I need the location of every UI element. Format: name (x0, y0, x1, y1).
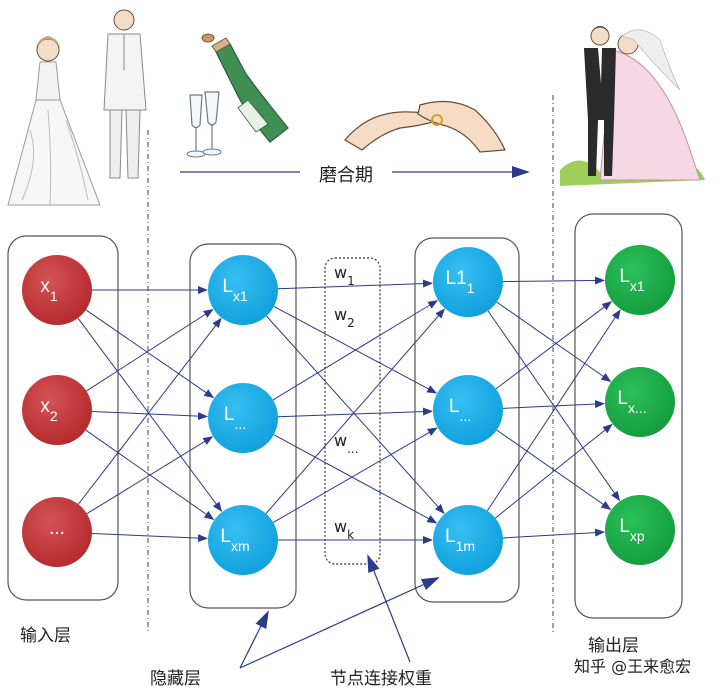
edge-hidden1-1-to-hidden2-3 (266, 315, 445, 514)
node-input-1: x1 (22, 255, 92, 325)
node-label: L... (224, 404, 246, 432)
edge-input-2-to-hidden1-2 (91, 411, 209, 421)
bride-illustration (7, 36, 101, 206)
edge-hidden2-2-to-output-1 (495, 301, 613, 390)
edge-input-3-to-hidden1-3 (91, 533, 209, 543)
edge-hidden2-3-to-output-2 (494, 423, 613, 519)
node-output-1: Lx1 (605, 245, 675, 315)
edge-hidden1-3-to-hidden2-1 (265, 308, 445, 514)
edge-hidden2-1-to-output-1 (502, 276, 606, 285)
input-layer-label: 输入层 (20, 626, 71, 646)
node-label: ... (49, 518, 65, 539)
node-label: L... (449, 396, 471, 424)
node-circle (433, 505, 503, 575)
node-circle (208, 383, 278, 453)
edge-hidden1-2-to-hidden2-1 (272, 300, 439, 401)
node-circle (605, 495, 675, 565)
node-circle (605, 367, 675, 437)
connection-edges (77, 276, 621, 544)
edge-input-2-to-hidden1-1 (86, 308, 214, 392)
node-label: Lxp (619, 516, 645, 544)
weight-label-1: w1 (334, 263, 355, 288)
hidden-annotation-arrow-2 (239, 577, 440, 669)
hidden-layer-label: 隐藏层 (150, 669, 201, 689)
output-layer-box (574, 213, 683, 619)
node-circle (433, 375, 503, 445)
hidden-layer-1-box (189, 243, 297, 609)
node-circle (22, 375, 92, 445)
node-hidden2-3: L1m (433, 505, 503, 575)
node-input-2: x2 (22, 375, 92, 445)
edge-hidden1-1-to-hidden2-1 (277, 279, 434, 290)
node-circle (433, 247, 503, 317)
node-label: Lx1 (619, 266, 645, 294)
edge-hidden1-3-to-hidden2-2 (273, 427, 438, 523)
edge-hidden2-2-to-output-3 (496, 429, 612, 510)
node-input-3: ... (22, 497, 92, 567)
hidden-layer-2-box (414, 237, 520, 603)
weight-label-4: wk (334, 517, 354, 542)
node-label: x2 (40, 396, 58, 424)
courtship-label: 磨合期 (319, 165, 373, 186)
weight-label-2: w2 (334, 305, 355, 330)
edge-hidden2-1-to-output-2 (496, 301, 612, 382)
watermark-label: 知乎 @王来愈宏 (574, 657, 691, 676)
node-hidden1-2: L... (208, 383, 278, 453)
output-layer-label: 输出层 (588, 636, 639, 656)
edge-input-3-to-hidden1-1 (77, 317, 222, 505)
node-weights-label: 节点连接权重 (330, 669, 432, 689)
node-label: Lxm (220, 526, 249, 554)
weight-labels: w1 w2 w... wk (334, 263, 359, 542)
node-label: x1 (40, 276, 58, 304)
edge-hidden1-2-to-hidden2-2 (277, 407, 434, 418)
wedding-couple-illustration (560, 26, 705, 186)
champagne-bottle-illustration (201, 33, 289, 143)
edge-input-1-to-hidden1-3 (77, 317, 223, 512)
node-hidden2-1: L11 (433, 247, 503, 317)
node-label: Lx... (617, 388, 646, 416)
ring-exchange-illustration (344, 100, 506, 153)
edge-hidden2-3-to-output-3 (502, 528, 606, 539)
node-label: L1m (445, 526, 475, 554)
weights-annotation-arrow (367, 554, 411, 663)
node-circle (22, 255, 92, 325)
edge-hidden1-2-to-hidden2-3 (273, 434, 438, 524)
edge-input-1-to-hidden1-2 (85, 309, 215, 399)
node-label: Lx1 (222, 276, 248, 304)
edge-hidden2-3-to-output-1 (486, 309, 621, 512)
node-circle (22, 497, 92, 567)
weights-box (324, 257, 381, 565)
node-output-3: Lxp (605, 495, 675, 565)
node-circle (208, 505, 278, 575)
champagne-glasses-illustration (186, 91, 222, 158)
node-label: L11 (446, 268, 475, 296)
hidden-annotation-arrow-1 (239, 610, 269, 669)
node-hidden1-3: Lxm (208, 505, 278, 575)
groom-illustration (103, 9, 147, 179)
edge-input-3-to-hidden1-2 (86, 436, 214, 515)
input-layer-box (7, 235, 119, 601)
node-circle (208, 255, 278, 325)
node-circle (605, 245, 675, 315)
node-hidden1-1: Lx1 (208, 255, 278, 325)
edge-hidden2-2-to-output-2 (502, 400, 606, 409)
weight-label-3: w... (334, 431, 359, 456)
node-hidden2-2: L... (433, 375, 503, 445)
node-output-2: Lx... (605, 367, 675, 437)
